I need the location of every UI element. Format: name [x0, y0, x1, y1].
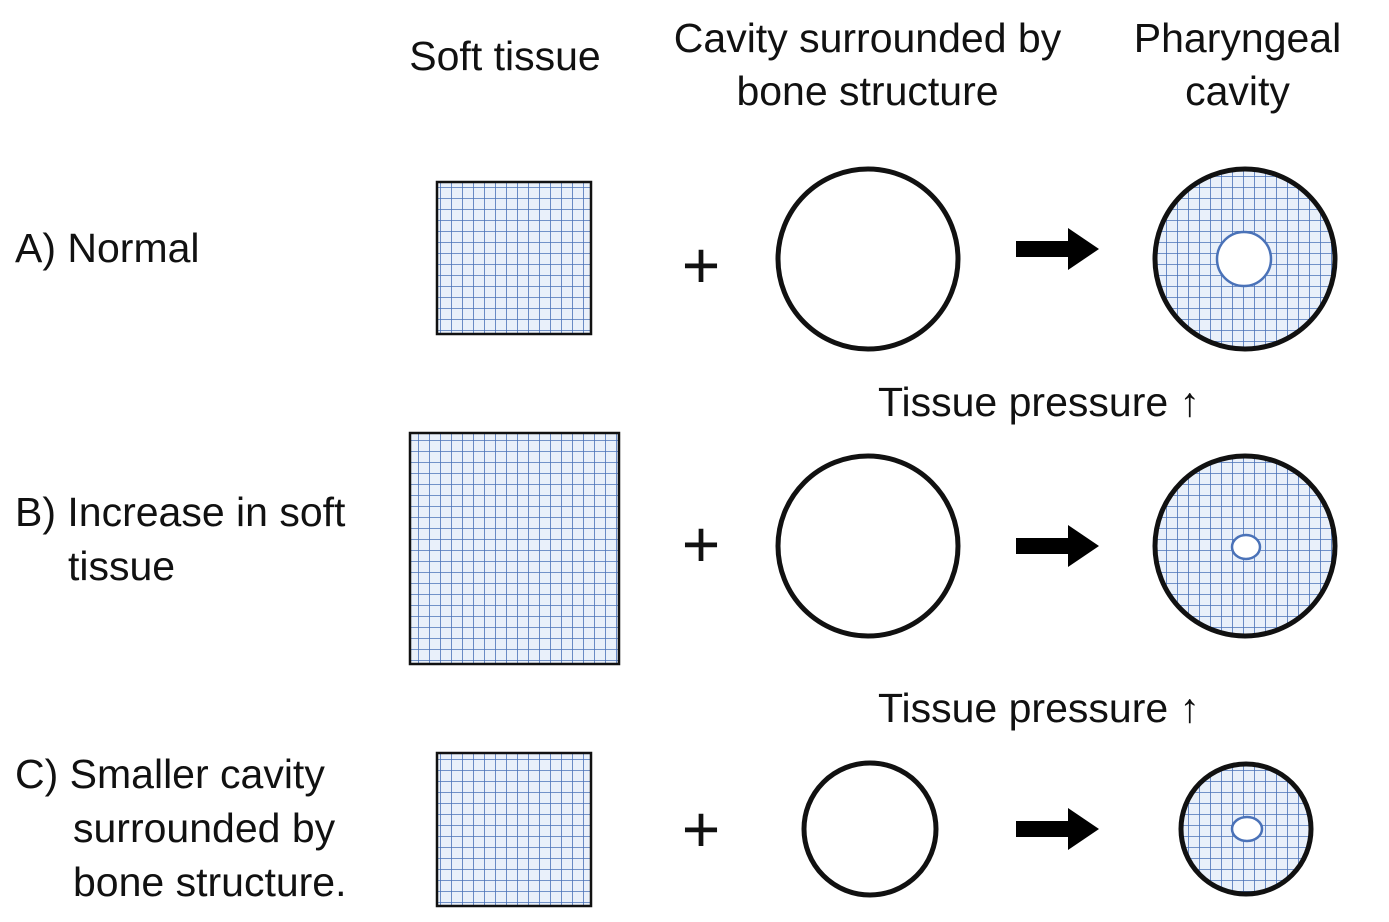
header-soft-tissue-text: Soft tissue: [409, 33, 601, 79]
row-label-a-line1: A) Normal: [15, 225, 200, 271]
header-pharyngeal-line1: Pharyngeal: [1133, 15, 1342, 61]
airway-hole-b: [1230, 533, 1262, 561]
row-label-b-line1: B) Increase in soft: [15, 489, 346, 535]
row-label-b: B) Increase in soft tissue: [15, 485, 345, 593]
row-label-b-line2: tissue: [68, 543, 176, 589]
bone-cavity-circle-c: [801, 760, 939, 898]
arrow-b: [1016, 525, 1099, 567]
plus-sign-a: +: [682, 228, 721, 302]
row-label-a: A) Normal: [15, 221, 200, 275]
airway-hole-a: [1215, 230, 1273, 288]
row-label-c: C) Smaller cavity surrounded by bone str…: [15, 747, 347, 909]
plus-sign-b: +: [682, 507, 721, 581]
header-cavity: Cavity surrounded by bone structure: [640, 12, 1095, 118]
row-label-c-line2: surrounded by: [73, 805, 336, 851]
airway-hole-c: [1230, 815, 1264, 843]
header-cavity-line1: Cavity surrounded by: [673, 15, 1062, 61]
row-label-c-line1: C) Smaller cavity: [15, 751, 325, 797]
header-pharyngeal: Pharyngeal cavity: [1110, 12, 1365, 118]
row-label-c-line3: bone structure.: [73, 859, 347, 905]
header-pharyngeal-line2: cavity: [1185, 68, 1290, 114]
header-cavity-line2: bone structure: [736, 68, 999, 114]
header-soft-tissue: Soft tissue: [395, 30, 615, 83]
bone-cavity-circle-a: [775, 166, 961, 352]
pressure-note-c: Tissue pressure ↑: [878, 685, 1201, 731]
arrow-c: [1016, 808, 1099, 850]
bone-cavity-circle-b: [775, 453, 961, 639]
soft-tissue-square-b: [408, 431, 621, 666]
pressure-note-b: Tissue pressure ↑: [878, 379, 1201, 425]
soft-tissue-square-a: [435, 180, 593, 336]
plus-sign-c: +: [682, 792, 721, 866]
arrow-a: [1016, 228, 1099, 270]
soft-tissue-square-c: [435, 751, 593, 908]
